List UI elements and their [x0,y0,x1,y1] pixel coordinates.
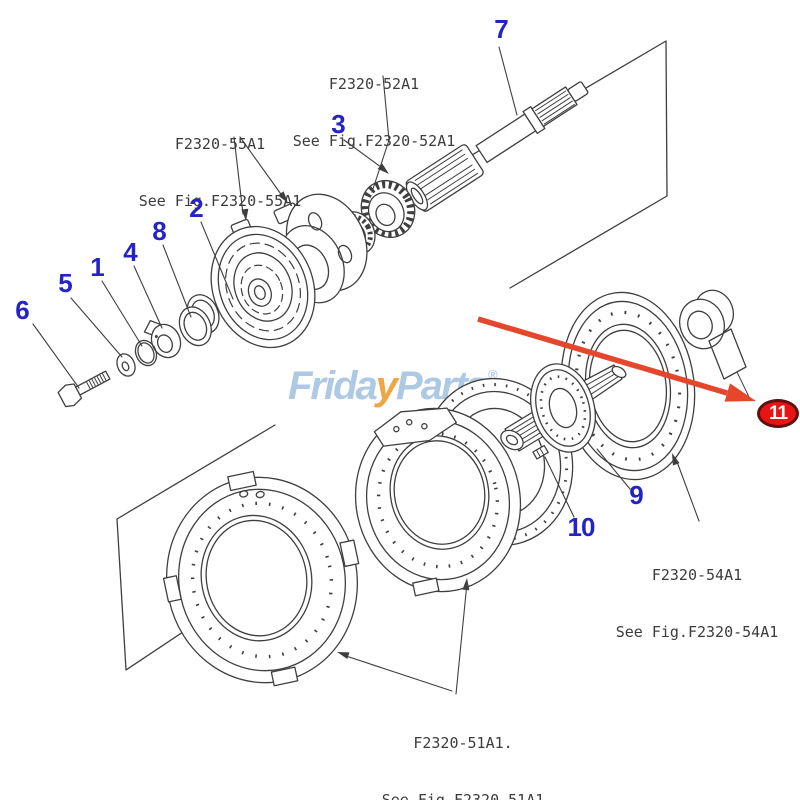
callout-5: 5 [58,268,73,298]
drum-housing-middle [354,407,522,597]
figure-label-54a1-see: See Fig.F2320-54A1 [615,623,779,641]
part-seal-ring-11 [678,289,751,400]
callout-2: 2 [189,193,204,223]
figure-label-51a1: F2320-51A1. See Fig.F2320-51A1 [382,696,545,800]
figure-label-52a1-name: F2320-52A1 [328,75,420,93]
callout-3: 3 [331,109,346,139]
figure-label-55a1-see: See Fig.F2320-55A1 [138,192,302,210]
figure-label-51a1-name: F2320-51A1. [413,734,513,752]
callout-4: 4 [123,237,138,267]
part-bolt-6 [57,370,111,408]
figure-label-54a1-name: F2320-54A1 [651,566,743,584]
figure-label-51a1-see: See Fig.F2320-51A1 [381,791,545,800]
red-arrow [477,316,756,402]
part-washer-5 [116,353,136,377]
part-oring-1 [134,339,158,367]
part-shaft-7 [405,81,589,212]
figure-label-55a1-name: F2320-55A1 [174,135,266,153]
part-bolt-10 [532,444,549,460]
drum-housing-51a1 [162,470,360,687]
figure-label-52a1-see: See Fig.F2320-52A1 [292,132,456,150]
figure-label-52a1: F2320-52A1 See Fig.F2320-52A1 [293,37,456,189]
callout-8: 8 [152,216,167,246]
callout-6: 6 [15,295,30,325]
watermark-text-orange: y [375,364,398,408]
leader-lines [32,46,700,695]
watermark-text-blue1: Frida [288,364,378,408]
figure-label-54a1: F2320-54A1 See Fig.F2320-54A1 [616,528,779,680]
watermark-logo: FridayParts® [288,364,498,409]
callout-9: 9 [629,480,644,510]
part-retainer-4 [143,319,182,359]
callout-7: 7 [494,14,509,44]
registered-mark: ® [488,367,498,382]
callout-11-badge: 11 [757,399,799,428]
callout-1: 1 [90,252,105,282]
part-hub-9 [500,363,627,460]
callout-10: 10 [567,512,596,542]
part-cover-2 [210,218,316,349]
figure-label-55a1: F2320-55A1 See Fig.F2320-55A1 [139,97,302,249]
